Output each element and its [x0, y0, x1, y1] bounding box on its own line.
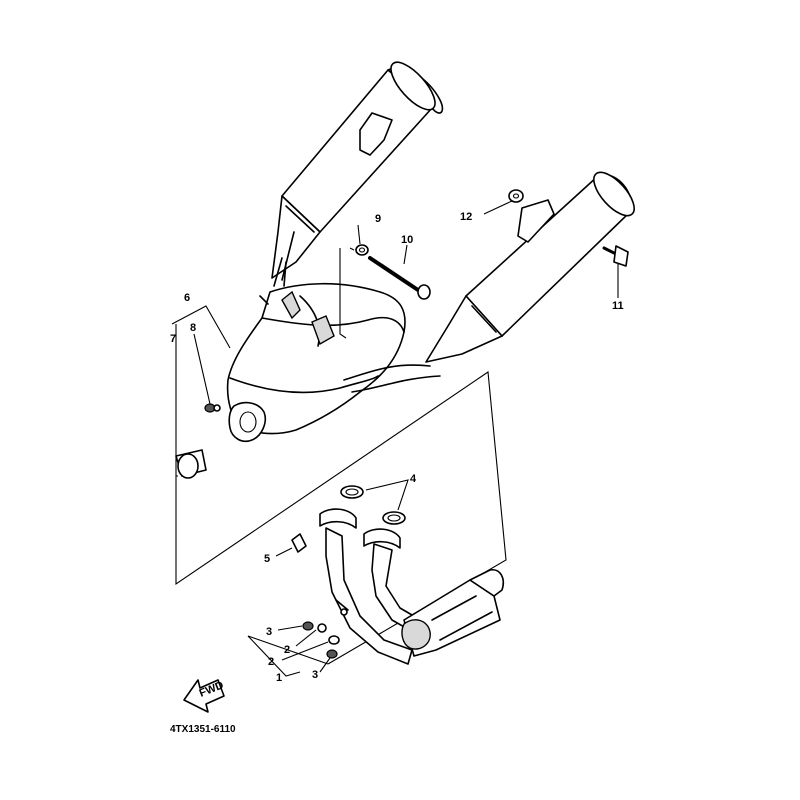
part-9-washer[interactable]	[355, 244, 369, 256]
part-2-washer-upper[interactable]	[317, 623, 327, 633]
callout-5: 5	[264, 553, 270, 565]
callout-3-lower: 3	[312, 669, 318, 681]
part-3-nut-lower[interactable]	[326, 649, 338, 659]
callout-12: 12	[460, 211, 472, 223]
part-code: 4TX1351-6110	[170, 724, 236, 735]
part-8-nut[interactable]	[204, 403, 221, 413]
callout-4: 4	[410, 473, 417, 485]
part-5-spacer[interactable]	[291, 533, 307, 553]
leader-lines-upper	[171, 199, 619, 477]
part-4-gaskets[interactable]	[340, 485, 406, 525]
callout-7: 7	[170, 333, 176, 345]
part-11-bolt[interactable]	[602, 245, 629, 267]
part-2-washer-lower[interactable]	[328, 635, 340, 645]
callout-9: 9	[375, 213, 381, 225]
callout-10: 10	[401, 234, 413, 246]
part-12-washer[interactable]	[508, 189, 524, 203]
muffler-chamber[interactable]	[226, 257, 441, 443]
leader-4	[365, 479, 409, 511]
callout-2-upper: 2	[284, 644, 290, 656]
callout-2-lower: 2	[268, 656, 274, 668]
part-10-bolt[interactable]	[368, 256, 431, 300]
left-muffler[interactable]	[271, 56, 444, 281]
callout-8: 8	[190, 322, 196, 334]
fwd-arrow-icon: FWD	[183, 679, 225, 713]
callout-6: 6	[184, 292, 190, 304]
callout-11: 11	[612, 300, 624, 312]
callout-1: 1	[276, 672, 282, 684]
right-muffler[interactable]	[425, 166, 641, 363]
callout-3-upper: 3	[266, 626, 272, 638]
part-7-grommet[interactable]	[175, 449, 207, 479]
callout-labels: 6 8 7 9 10 12 11 4 5 3 2 2 1 3	[170, 211, 624, 684]
part-3-nut-upper[interactable]	[302, 621, 314, 631]
leader-lines-lower	[247, 625, 331, 677]
leader-5	[275, 547, 293, 557]
exhaust-pipes[interactable]	[319, 508, 505, 665]
